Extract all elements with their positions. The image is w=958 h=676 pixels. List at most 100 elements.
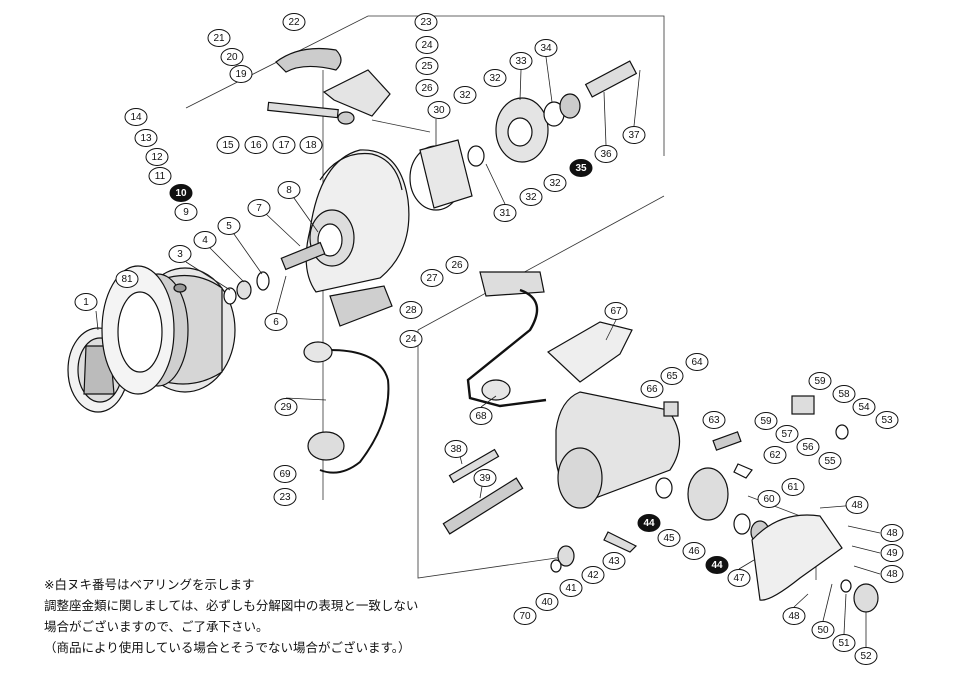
- callout-number: 62: [769, 450, 781, 461]
- callout-number: 44: [711, 560, 723, 571]
- callout-marker: [220, 48, 244, 66]
- callout-marker: [445, 256, 469, 274]
- part-callout-44: 44: [637, 514, 661, 532]
- callout-marker: [74, 293, 98, 311]
- part-callout-16: 16: [244, 136, 268, 154]
- callout-marker: [469, 407, 493, 425]
- part-callout-21: 21: [207, 29, 231, 47]
- callout-number: 40: [541, 597, 553, 608]
- callout-number: 23: [279, 492, 291, 503]
- washer-disclaimer-note-2: 場合がございますので、ご了承下さい。: [44, 619, 269, 634]
- callout-number: 41: [565, 583, 577, 594]
- callout-number: 54: [858, 402, 870, 413]
- part-callout-19: 19: [229, 65, 253, 83]
- callout-marker: [811, 621, 835, 639]
- callout-number: 31: [499, 208, 511, 219]
- callout-marker: [640, 380, 664, 398]
- part-callout-40: 40: [535, 593, 559, 611]
- callout-number: 3: [177, 249, 183, 260]
- callout-number: 1: [83, 297, 89, 308]
- callout-marker: [519, 188, 543, 206]
- part-callout-18: 18: [299, 136, 323, 154]
- callout-marker: [145, 148, 169, 166]
- callout-number: 66: [646, 384, 658, 395]
- part-callout-42: 42: [581, 566, 605, 584]
- callout-number: 43: [608, 556, 620, 567]
- callout-marker: [193, 231, 217, 249]
- part-callout-23: 23: [414, 13, 438, 31]
- part-callout-26: 26: [415, 79, 439, 97]
- callout-number: 32: [525, 192, 537, 203]
- callout-number: 57: [781, 429, 793, 440]
- bearing-callout-marker: [569, 159, 593, 177]
- part-callout-45: 45: [657, 529, 681, 547]
- bearing-callout-marker: [169, 184, 193, 202]
- callout-number: 22: [288, 17, 300, 28]
- callout-number: 32: [459, 90, 471, 101]
- part-callout-9: 9: [174, 203, 198, 221]
- callout-marker: [420, 269, 444, 287]
- callout-marker: [754, 412, 778, 430]
- part-callout-24: 24: [415, 36, 439, 54]
- callout-number: 15: [222, 140, 234, 151]
- callout-marker: [808, 372, 832, 390]
- callout-number: 9: [183, 207, 189, 218]
- callout-number: 48: [788, 611, 800, 622]
- part-callout-10: 10: [169, 184, 193, 202]
- part-callout-11: 11: [148, 167, 172, 185]
- callout-marker: [880, 565, 904, 583]
- part-callout-25: 25: [415, 57, 439, 75]
- part-callout-55: 55: [818, 452, 842, 470]
- part-callout-48: 48: [845, 496, 869, 514]
- callout-marker: [559, 579, 583, 597]
- callout-marker: [273, 465, 297, 483]
- bearing-callout-marker: [705, 556, 729, 574]
- callout-number: 32: [489, 73, 501, 84]
- callout-marker: [229, 65, 253, 83]
- part-callout-48: 48: [880, 524, 904, 542]
- callout-marker: [781, 478, 805, 496]
- part-callout-54: 54: [852, 398, 876, 416]
- callout-number: 36: [600, 149, 612, 160]
- callout-number: 6: [273, 317, 279, 328]
- body-assembly: [442, 271, 879, 613]
- callout-marker: [660, 367, 684, 385]
- part-callout-44: 44: [705, 556, 729, 574]
- callout-number: 69: [279, 469, 291, 480]
- part-callout-70: 70: [513, 607, 537, 625]
- callout-number: 13: [140, 133, 152, 144]
- callout-marker: [796, 438, 820, 456]
- callout-number: 55: [824, 456, 836, 467]
- product-usage-note: （商品により使用している場合とそうでない場合がございます。）: [44, 640, 411, 655]
- callout-marker: [274, 398, 298, 416]
- part-callout-30: 30: [427, 101, 451, 119]
- bearing-callout-marker: [637, 514, 661, 532]
- callout-number: 8: [286, 185, 292, 196]
- callout-number: 37: [628, 130, 640, 141]
- callout-marker: [493, 204, 517, 222]
- part-callout-34: 34: [534, 39, 558, 57]
- part-callout-49: 49: [880, 544, 904, 562]
- callout-number: 7: [256, 203, 262, 214]
- callout-marker: [757, 490, 781, 508]
- callout-number: 81: [121, 274, 133, 285]
- callout-marker: [581, 566, 605, 584]
- callout-number: 60: [763, 494, 775, 505]
- part-callout-48: 48: [782, 607, 806, 625]
- callout-marker: [543, 174, 567, 192]
- part-callout-59: 59: [808, 372, 832, 390]
- callout-marker: [852, 398, 876, 416]
- callout-marker: [602, 552, 626, 570]
- callout-number: 17: [278, 140, 290, 151]
- callout-marker: [702, 411, 726, 429]
- callout-marker: [415, 57, 439, 75]
- callout-marker: [534, 39, 558, 57]
- callout-marker: [207, 29, 231, 47]
- part-callout-4: 4: [193, 231, 217, 249]
- part-callout-68: 68: [469, 407, 493, 425]
- callout-number: 42: [587, 570, 599, 581]
- part-callout-60: 60: [757, 490, 781, 508]
- callout-number: 11: [155, 171, 166, 182]
- callout-number: 63: [708, 415, 720, 426]
